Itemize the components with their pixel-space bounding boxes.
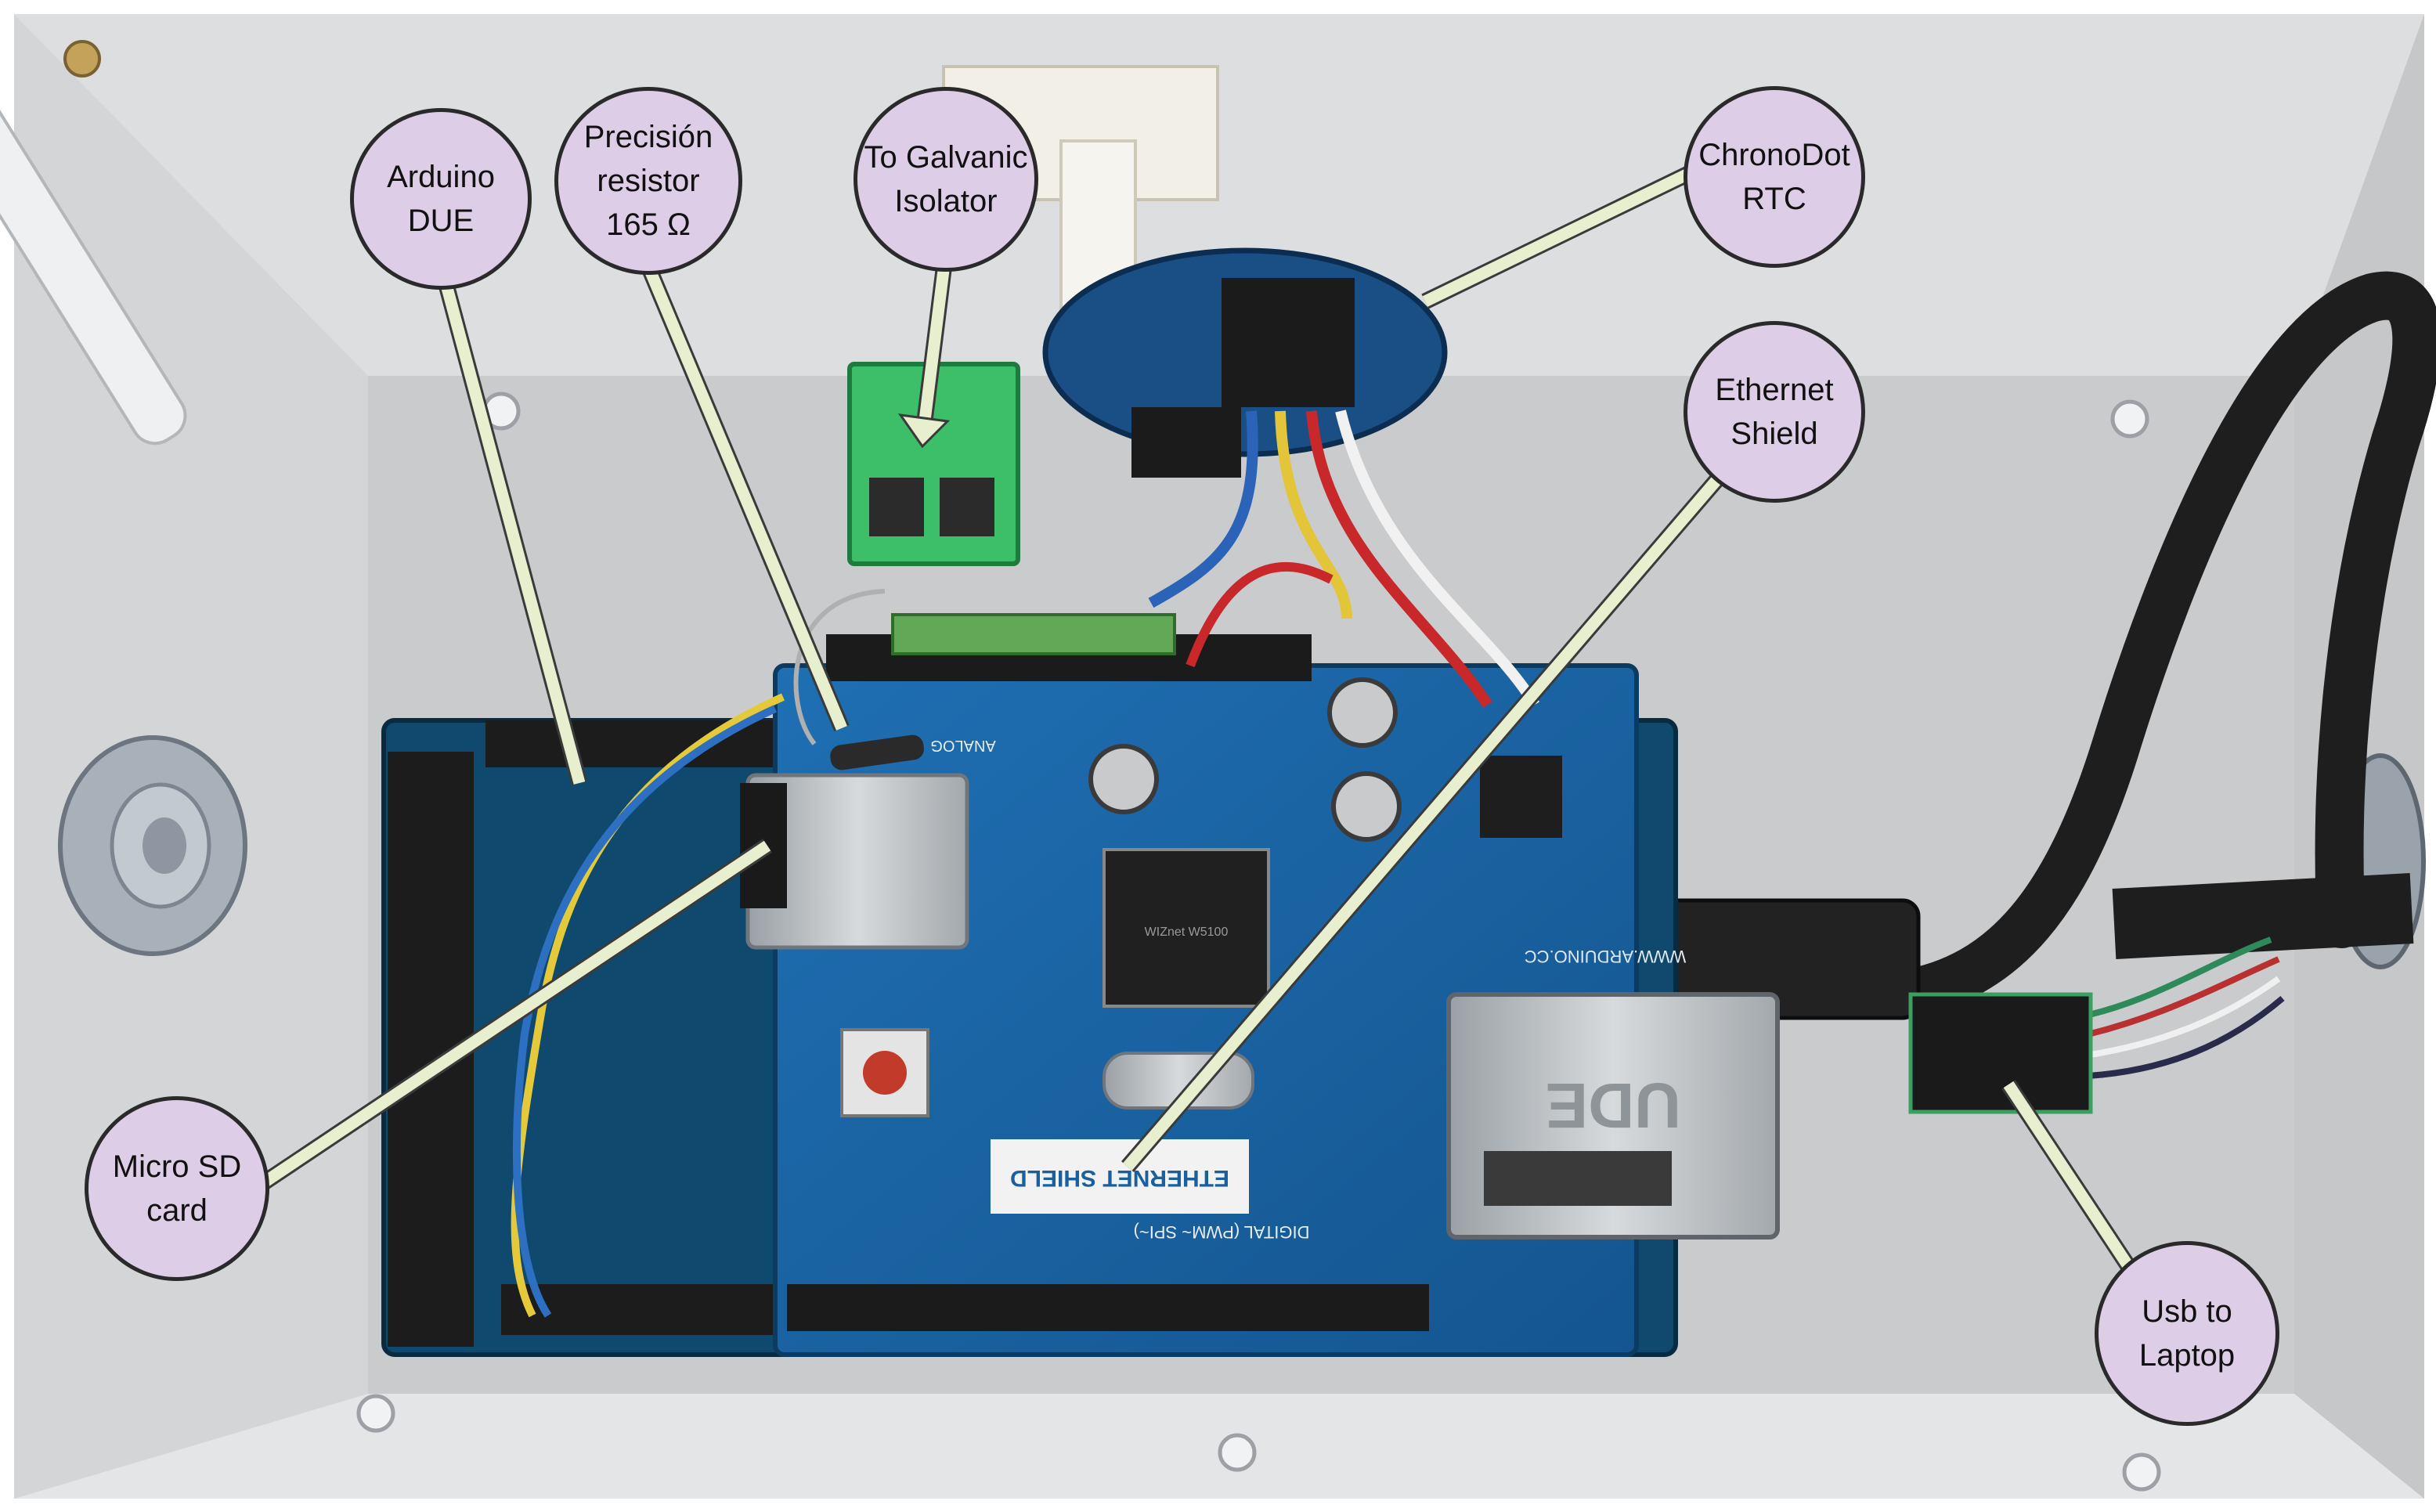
due-wire-blue bbox=[513, 705, 778, 1318]
shield-label-text: ETHERNET SHIELD bbox=[1010, 1165, 1229, 1191]
rtc-wire-blue bbox=[1148, 410, 1258, 608]
callout-precision-resistor: Precisión resistor 165 Ω bbox=[554, 87, 742, 275]
usb-cable-right bbox=[2112, 873, 2414, 959]
capacitor bbox=[1331, 771, 1402, 842]
screw-hole bbox=[356, 1394, 395, 1433]
rtc-wire-yellow bbox=[1275, 410, 1352, 619]
corner-post bbox=[0, 71, 187, 446]
green-header-strip bbox=[891, 613, 1176, 655]
usb-cable bbox=[1878, 271, 2436, 1019]
rtc-wire-red bbox=[1306, 410, 1492, 708]
leader-lines bbox=[254, 164, 2137, 1273]
screw-hole bbox=[2110, 399, 2149, 438]
usb-wire-dark bbox=[2074, 995, 2285, 1080]
callout-chronodot-rtc: ChronoDot RTC bbox=[1684, 86, 1865, 268]
screw-hole bbox=[2122, 1452, 2161, 1492]
screw-hole bbox=[1218, 1433, 1257, 1472]
voltage-regulator bbox=[1480, 756, 1562, 838]
brass-insert bbox=[63, 40, 101, 78]
callout-arduino-due: Arduino DUE bbox=[350, 108, 532, 290]
chronodot-pins bbox=[1131, 407, 1241, 478]
shield-bottom-header bbox=[787, 1284, 1429, 1331]
analog-label-text: ANALOG bbox=[930, 737, 995, 754]
precision-resistor bbox=[830, 734, 924, 770]
cable-gland-left bbox=[58, 735, 247, 956]
usb-wire-red bbox=[2074, 956, 2280, 1041]
arrowhead bbox=[897, 413, 951, 449]
shield-label-strip bbox=[991, 1139, 1249, 1214]
callout-usb-laptop: Usb to Laptop bbox=[2095, 1241, 2279, 1426]
usb-wire-green bbox=[2074, 936, 2272, 1021]
w5100-chip bbox=[1103, 848, 1270, 1008]
usb-wire-white bbox=[2074, 976, 2281, 1060]
terminal-screw bbox=[869, 478, 924, 536]
callout-micro-sd: Micro SD card bbox=[85, 1096, 269, 1281]
rj45-brand-text: UDE bbox=[1545, 1070, 1680, 1141]
callout-galvanic-isolator: To Galvanic Isolator bbox=[854, 87, 1038, 272]
reset-button-cap bbox=[863, 1051, 907, 1095]
capacitor bbox=[1088, 744, 1159, 814]
usb-header-pins bbox=[1908, 992, 2093, 1114]
chronodot-header bbox=[1222, 278, 1355, 407]
rtc-wire-white bbox=[1335, 410, 1540, 708]
rj45-opening bbox=[1484, 1151, 1672, 1206]
terminal-screw bbox=[940, 478, 994, 536]
callout-ethernet-shield: Ethernet Shield bbox=[1684, 321, 1865, 503]
capacitor bbox=[1327, 677, 1398, 748]
digital-label-text: DIGITAL (PWM~ SPI~) bbox=[1134, 1222, 1310, 1242]
website-text: WWW.ARDUINO.CC bbox=[1525, 947, 1687, 966]
resistor-lead bbox=[793, 589, 886, 745]
rtc-wire-red-2 bbox=[1186, 561, 1333, 668]
chip-text: WIZnet W5100 bbox=[1145, 926, 1229, 939]
